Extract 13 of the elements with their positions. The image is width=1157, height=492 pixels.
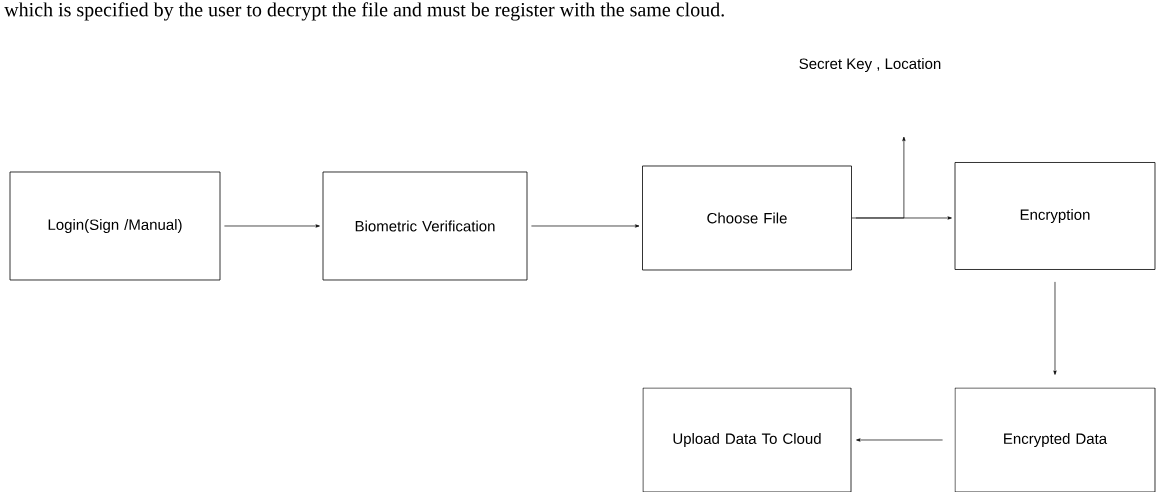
process-box: Encrypted Data — [954, 387, 1156, 492]
arrow — [856, 438, 943, 442]
arrow — [1053, 281, 1057, 375]
process-box: Upload Data To Cloud — [642, 387, 852, 492]
paragraph-text: which is specified by the user to decrypt the file and must be register with the same cloud. — [4, 2, 724, 21]
process-box: Biometric Verification — [322, 171, 528, 281]
process-box: Login(Sign /Manual) — [9, 171, 221, 281]
process-box: Choose File — [642, 165, 852, 271]
arrow — [224, 224, 320, 228]
process-box: Encryption — [954, 162, 1156, 270]
arrow — [531, 224, 640, 228]
output-label: Secret Key , Location — [799, 58, 941, 72]
arrow — [851, 136, 906, 219]
